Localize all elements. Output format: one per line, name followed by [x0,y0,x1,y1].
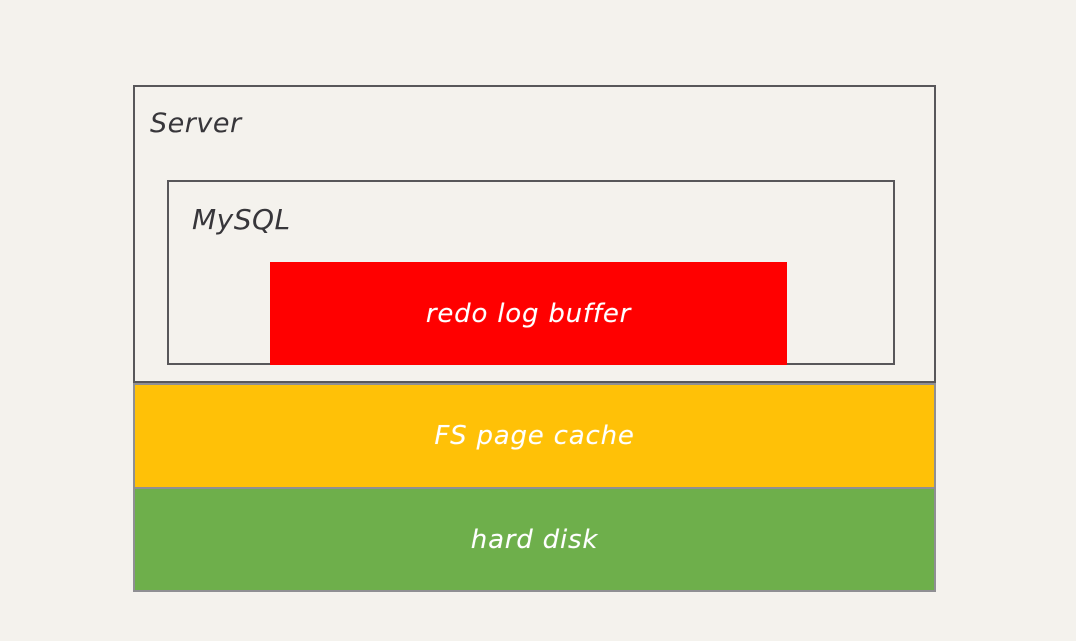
fs-page-cache-block: FS page cache [133,383,936,487]
server-label: Server [150,108,242,139]
redo-log-buffer-block: redo log buffer [270,262,787,365]
fs-page-cache-label: FS page cache [434,421,635,451]
hard-disk-block: hard disk [133,487,936,592]
hard-disk-label: hard disk [470,524,599,555]
mysql-label: MySQL [192,203,291,236]
redo-log-buffer-label: redo log buffer [425,298,632,329]
